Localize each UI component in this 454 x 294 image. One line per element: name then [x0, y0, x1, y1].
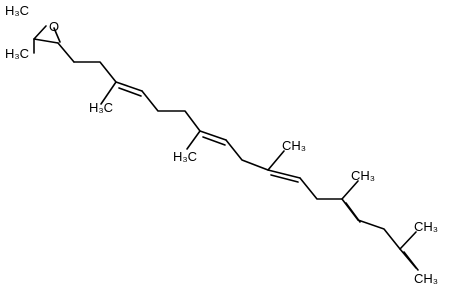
bond: [299, 177, 343, 200]
oxygen-label: O: [49, 19, 59, 34]
bond: [267, 150, 285, 171]
methyl-label: CH₃: [282, 138, 306, 153]
bond: [341, 180, 359, 200]
bond: [357, 219, 401, 250]
bond: [100, 81, 117, 105]
bond: [270, 174, 299, 183]
bond: [202, 136, 226, 146]
bond: [403, 251, 419, 271]
methyl-label: H₃C: [89, 100, 113, 115]
bond: [33, 38, 59, 44]
methyl-label: CH₃: [414, 271, 438, 286]
bond: [33, 25, 47, 40]
methyl-label: CH₃: [414, 219, 438, 234]
bond: [53, 27, 61, 43]
methyl-label: CH₃: [351, 168, 375, 183]
methyl-label: H₃C: [173, 149, 197, 164]
bond: [225, 139, 269, 171]
bond: [57, 42, 75, 63]
bond: [73, 61, 117, 83]
bond: [115, 81, 143, 92]
bond: [141, 90, 201, 132]
methyl-label: H₃C: [5, 3, 29, 18]
bond: [399, 231, 417, 250]
bond: [267, 169, 301, 179]
atom-labels: H₃C H₃C O H₃C H₃C CH₃ CH₃ CH₃ CH₃: [5, 3, 438, 286]
bond: [345, 202, 361, 223]
methyl-label: H₃C: [5, 46, 29, 61]
bond: [199, 130, 227, 141]
bond: [186, 130, 201, 150]
bond: [118, 87, 142, 97]
bond-lines: [33, 25, 419, 271]
